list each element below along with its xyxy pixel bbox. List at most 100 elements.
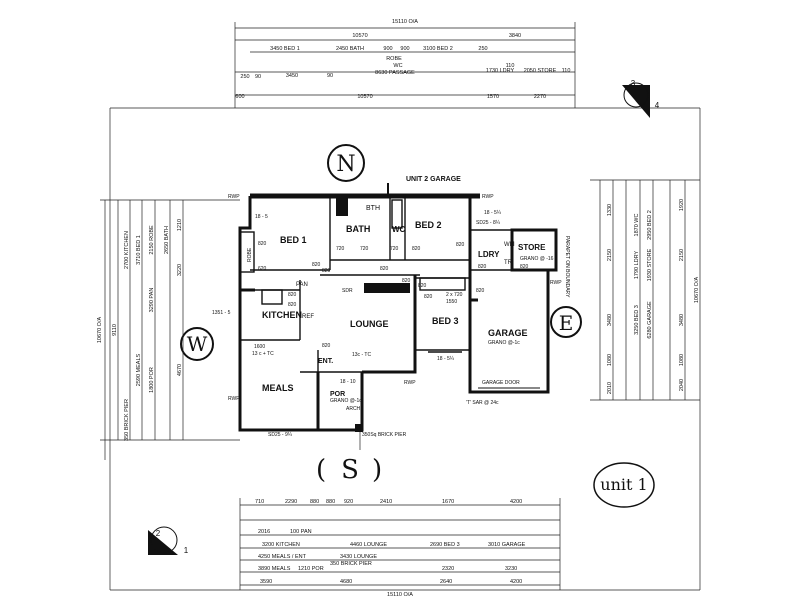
top-dim-q: 110 — [506, 63, 515, 69]
right-dim-b: 2150 — [679, 249, 685, 261]
top-dim-f: 8630 PASSAGE — [375, 70, 415, 76]
right-dim-l: 1330 — [607, 204, 613, 216]
top-dim-l: 2270 — [534, 94, 546, 100]
room-ref: REF — [302, 314, 314, 320]
top-dim-s: WC — [393, 63, 402, 69]
note-18-5b: 18 - 5¼ — [437, 356, 455, 362]
note-18-5: 18 - 5 — [255, 214, 268, 220]
top-dim-t: 900 — [383, 46, 392, 52]
top-dim-v: 250 — [478, 46, 487, 52]
left-dim-h: 1800 POR — [149, 367, 155, 393]
door-size: 720 — [360, 246, 369, 252]
top-dim-n: 250 — [240, 74, 249, 80]
room-wc: WC — [392, 225, 406, 234]
bottom-dim-x: 880 — [326, 499, 335, 505]
compass-south: S ( ) — [316, 455, 382, 485]
left-dim-g: 2590 MEALS — [136, 353, 142, 386]
door-size: 720 — [336, 246, 345, 252]
room-meals: MEALS — [262, 383, 294, 393]
bottom-dim-i: 4250 MEALS / ENT — [258, 554, 307, 560]
compass-north-label: N — [336, 152, 355, 177]
room-labels: BED 1 BATH BTH WC BED 2 LDRY STORE KITCH… — [247, 205, 546, 398]
door-size: 820 — [288, 302, 297, 308]
bottom-dim-q: 100 PAN — [290, 529, 312, 535]
top-dim-d: 2450 BATH — [336, 46, 364, 52]
door-size: 820 — [424, 294, 433, 300]
note-sar: 'T' SAR @ 24c — [466, 400, 499, 406]
room-kitchen: KITCHEN — [262, 310, 302, 320]
left-dim-l: 3220 — [177, 264, 183, 276]
right-dim-k: 6280 GARAGE — [647, 301, 653, 339]
note-grano-16: GRANO @ -16 — [520, 256, 554, 262]
top-dim-u: 900 — [400, 46, 409, 52]
room-garage: GARAGE — [488, 328, 528, 338]
note-parapet: PARAPET ON BOUNDARY — [564, 236, 570, 298]
note-rwp-e: RWP — [550, 280, 562, 286]
right-dim-c: 3480 — [679, 314, 685, 326]
right-dim-g: 2950 BED 2 — [647, 210, 653, 240]
note-brick-pier: 350Sq BRICK PIER — [362, 432, 407, 438]
plan-notes: UNIT 2 GARAGE RWP RWP RWP RWP RWP 18 - 5… — [212, 176, 570, 438]
top-dim-h: 2050 STORE — [524, 68, 557, 74]
top-dim-g: 1730 LDRY — [486, 68, 515, 74]
bottom-dim-r: 2410 — [380, 499, 392, 505]
note-1600: 1600 — [254, 344, 265, 350]
left-dim-i: 4670 — [177, 364, 183, 376]
room-wm: WM — [504, 242, 515, 248]
bottom-dim-k: 3890 MEALS — [258, 566, 291, 572]
door-size: 820 — [520, 264, 529, 270]
right-dim-f: 1870 WC — [634, 214, 640, 237]
top-dim-p: 90 — [327, 73, 333, 79]
door-size: 820 — [380, 266, 389, 272]
note-2x720: 2 x 720 — [446, 292, 463, 298]
bottom-overall-dim: 15110 O/A — [387, 592, 413, 598]
top-dimensions: 15110 O/A 10570 3840 3450 BED 1 2450 BAT… — [110, 19, 700, 109]
left-dimensions: 10670 O/A 9110 2700 KITCHEN 3710 BED 1 2… — [97, 199, 240, 460]
bottom-dim-g: 2690 BED 3 — [430, 542, 460, 548]
bottom-dim-f: 4460 LOUNGE — [350, 542, 387, 548]
bottom-dim-v: 2290 — [285, 499, 297, 505]
door-size: 620 — [258, 266, 267, 272]
door-size: 820 — [288, 292, 297, 298]
right-dim-j: 3250 BED 3 — [634, 305, 640, 335]
right-dim-i: 1930 STORE — [647, 248, 653, 281]
left-dim-f: 3290 PAN — [149, 288, 155, 313]
bottom-dim-h: 3010 GARAGE — [488, 542, 526, 548]
note-rwp-nw: RWP — [228, 194, 240, 200]
unit-note-label: unit 1 — [600, 475, 647, 494]
room-ent: ENT. — [318, 358, 333, 365]
door-size: 820 — [478, 264, 487, 270]
note-18-5a: 18 - 5¼ — [484, 210, 502, 216]
left-dim-b: 2700 KITCHEN — [124, 231, 130, 269]
door-size: 820 — [418, 283, 427, 289]
top-dim-o: 90 — [255, 74, 261, 80]
room-bth: BTH — [366, 205, 380, 212]
room-pan: PAN — [296, 282, 308, 288]
note-grano-1c: GRANO @-1c — [488, 340, 520, 346]
left-dim-c: 3710 BED 1 — [136, 235, 142, 265]
door-size: 820 — [312, 262, 321, 268]
room-por: POR — [330, 391, 345, 398]
sheet-marker-bottom: 2 1 — [148, 526, 189, 555]
door-size: 820 — [322, 343, 331, 349]
left-dim-e: 2650 BATH — [164, 226, 170, 254]
walls — [238, 193, 558, 450]
note-18-10: 18 - 10 — [340, 379, 356, 385]
bottom-dim-a: 3590 — [260, 579, 272, 585]
bottom-dim-y: 920 — [344, 499, 353, 505]
right-dim-n: 3480 — [607, 314, 613, 326]
top-dim-j: 10570 — [357, 94, 372, 100]
compass-north: N — [327, 144, 389, 198]
left-dim-d: 2150 ROBE — [149, 225, 155, 255]
room-ldry: LDRY — [478, 250, 500, 259]
right-dimensions: 10670 O/A 1920 2150 3480 1080 2040 1870 … — [590, 179, 700, 401]
top-dim-m: 600 — [235, 94, 244, 100]
right-dim-m: 2150 — [607, 249, 613, 261]
bottom-dimensions: 710 2290 880 880 920 2410 1670 4200 2016… — [110, 498, 700, 598]
right-dim-h: 1790 LDRY — [634, 251, 640, 280]
bottom-dim-l: 1210 POR — [298, 566, 324, 572]
svg-text:(: ( — [316, 455, 326, 485]
top-overall-dim: 15110 O/A — [392, 19, 418, 25]
compass-west: W — [180, 327, 214, 361]
